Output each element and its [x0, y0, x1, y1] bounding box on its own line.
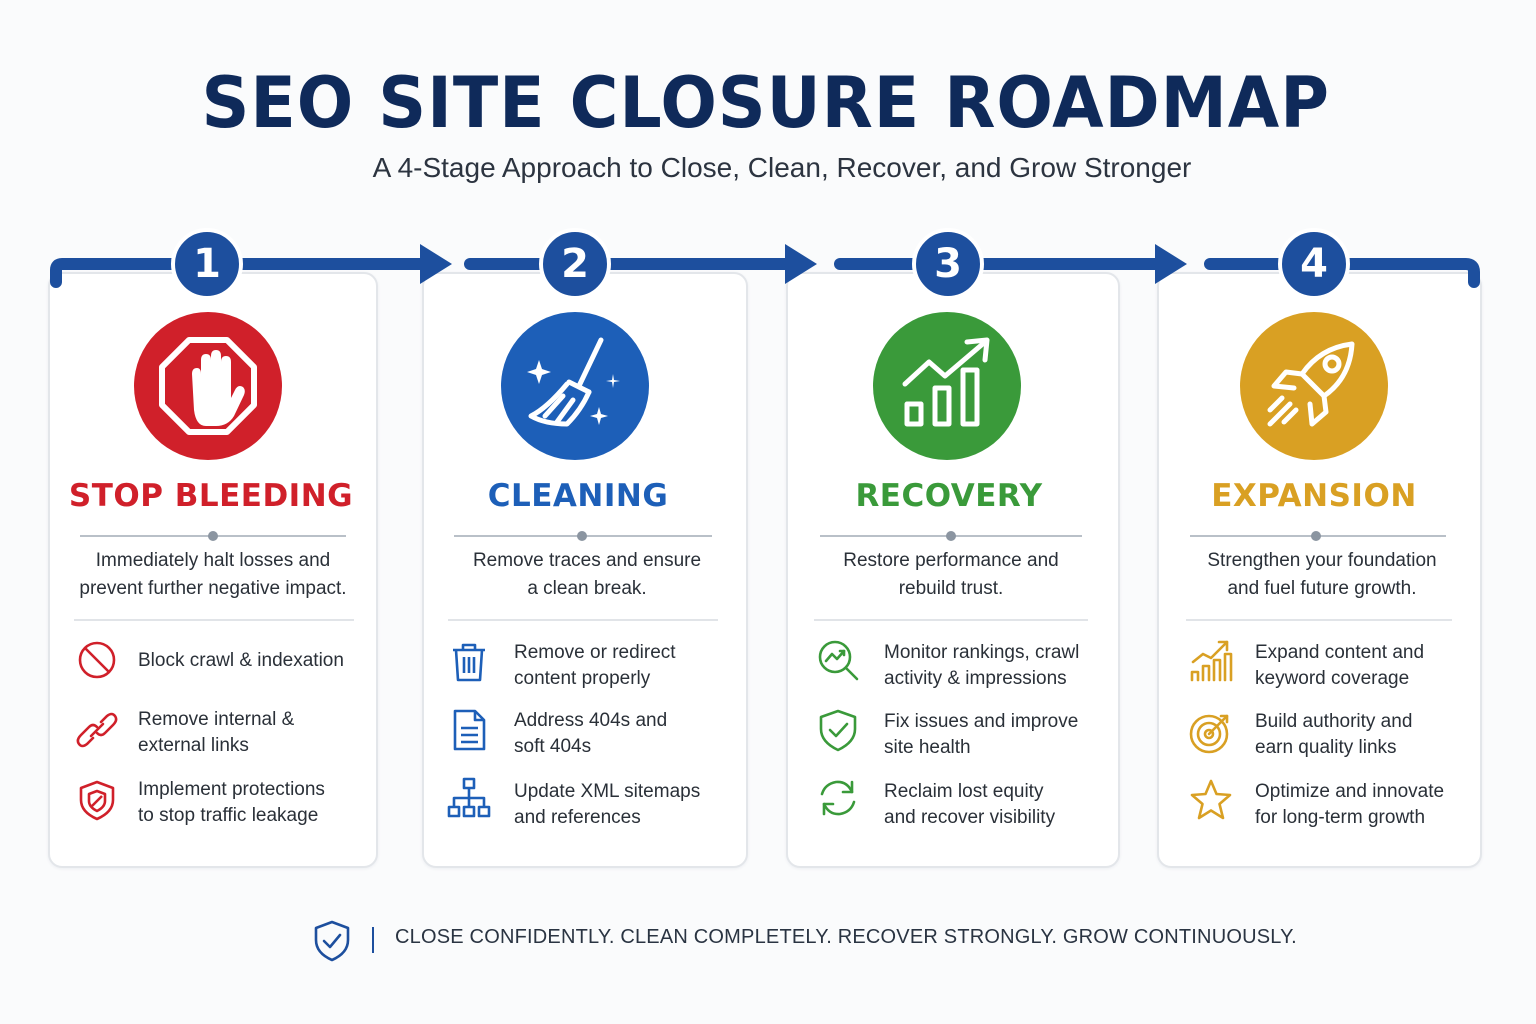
magnifier-chart-icon — [816, 638, 860, 682]
shield-check-icon — [313, 920, 351, 962]
growth-chart-icon — [873, 312, 1021, 460]
document-icon — [447, 708, 491, 752]
list-item: Remove internal & external links — [138, 709, 295, 756]
stage-name-2: CLEANING — [487, 478, 669, 514]
separator — [1186, 619, 1452, 621]
page-subtitle: A 4-Stage Approach to Close, Clean, Reco… — [372, 152, 1192, 183]
stage-description-4: Strengthen your foundation and fuel futu… — [1207, 550, 1437, 599]
separator — [74, 619, 354, 621]
shield-check-icon — [816, 708, 860, 752]
refresh-icon — [816, 776, 860, 820]
stage-name-3: RECOVERY — [855, 478, 1043, 514]
divider-dot — [1311, 531, 1321, 541]
divider-dot — [946, 531, 956, 541]
list-item: Block crawl & indexation — [138, 650, 344, 671]
broken-link-icon — [75, 708, 119, 752]
stage-name-4: EXPANSION — [1211, 478, 1417, 514]
rocket-icon — [1240, 312, 1388, 460]
separator — [448, 619, 718, 621]
list-item: Build authority and earn quality links — [1255, 711, 1413, 758]
divider-dot — [577, 531, 587, 541]
stage-description-3: Restore performance and rebuild trust. — [843, 550, 1059, 599]
list-item: Expand content and keyword coverage — [1255, 642, 1425, 689]
shield-icon — [75, 778, 119, 822]
list-item: Remove or redirect content properly — [514, 642, 676, 689]
star-icon — [1189, 778, 1233, 822]
no-entry-icon — [75, 638, 119, 682]
stage-name-1: STOP BLEEDING — [68, 478, 354, 514]
footer-divider — [372, 927, 374, 953]
list-item: Address 404s and soft 404s — [514, 710, 668, 757]
list-item: Optimize and innovate for long-term grow… — [1255, 781, 1445, 828]
bar-growth-icon — [1189, 638, 1233, 682]
trash-icon — [447, 640, 491, 684]
list-item: Update XML sitemaps and references — [514, 781, 701, 828]
list-item: Reclaim lost equity and recover visibili… — [884, 781, 1056, 828]
page-title: SEO SITE CLOSURE ROADMAP — [201, 62, 1330, 144]
broom-icon — [501, 312, 649, 460]
separator — [814, 619, 1088, 621]
stop-hand-icon — [134, 312, 282, 460]
sitemap-icon — [447, 776, 491, 820]
stage-description-2: Remove traces and ensure a clean break. — [472, 550, 702, 599]
step-number-3: 3 — [912, 228, 984, 300]
target-icon — [1189, 710, 1233, 754]
list-item: Fix issues and improve site health — [884, 711, 1079, 758]
step-number-4: 4 — [1278, 228, 1350, 300]
list-item: Implement protections to stop traffic le… — [138, 779, 325, 826]
step-number-1: 1 — [171, 228, 243, 300]
footer-tagline: CLOSE CONFIDENTLY. CLEAN COMPLETELY. REC… — [395, 926, 1297, 948]
step-number-2: 2 — [539, 228, 611, 300]
stage-description-1: Immediately halt losses and prevent furt… — [79, 550, 347, 599]
list-item: Monitor rankings, crawl activity & impre… — [884, 642, 1080, 689]
divider-dot — [208, 531, 218, 541]
